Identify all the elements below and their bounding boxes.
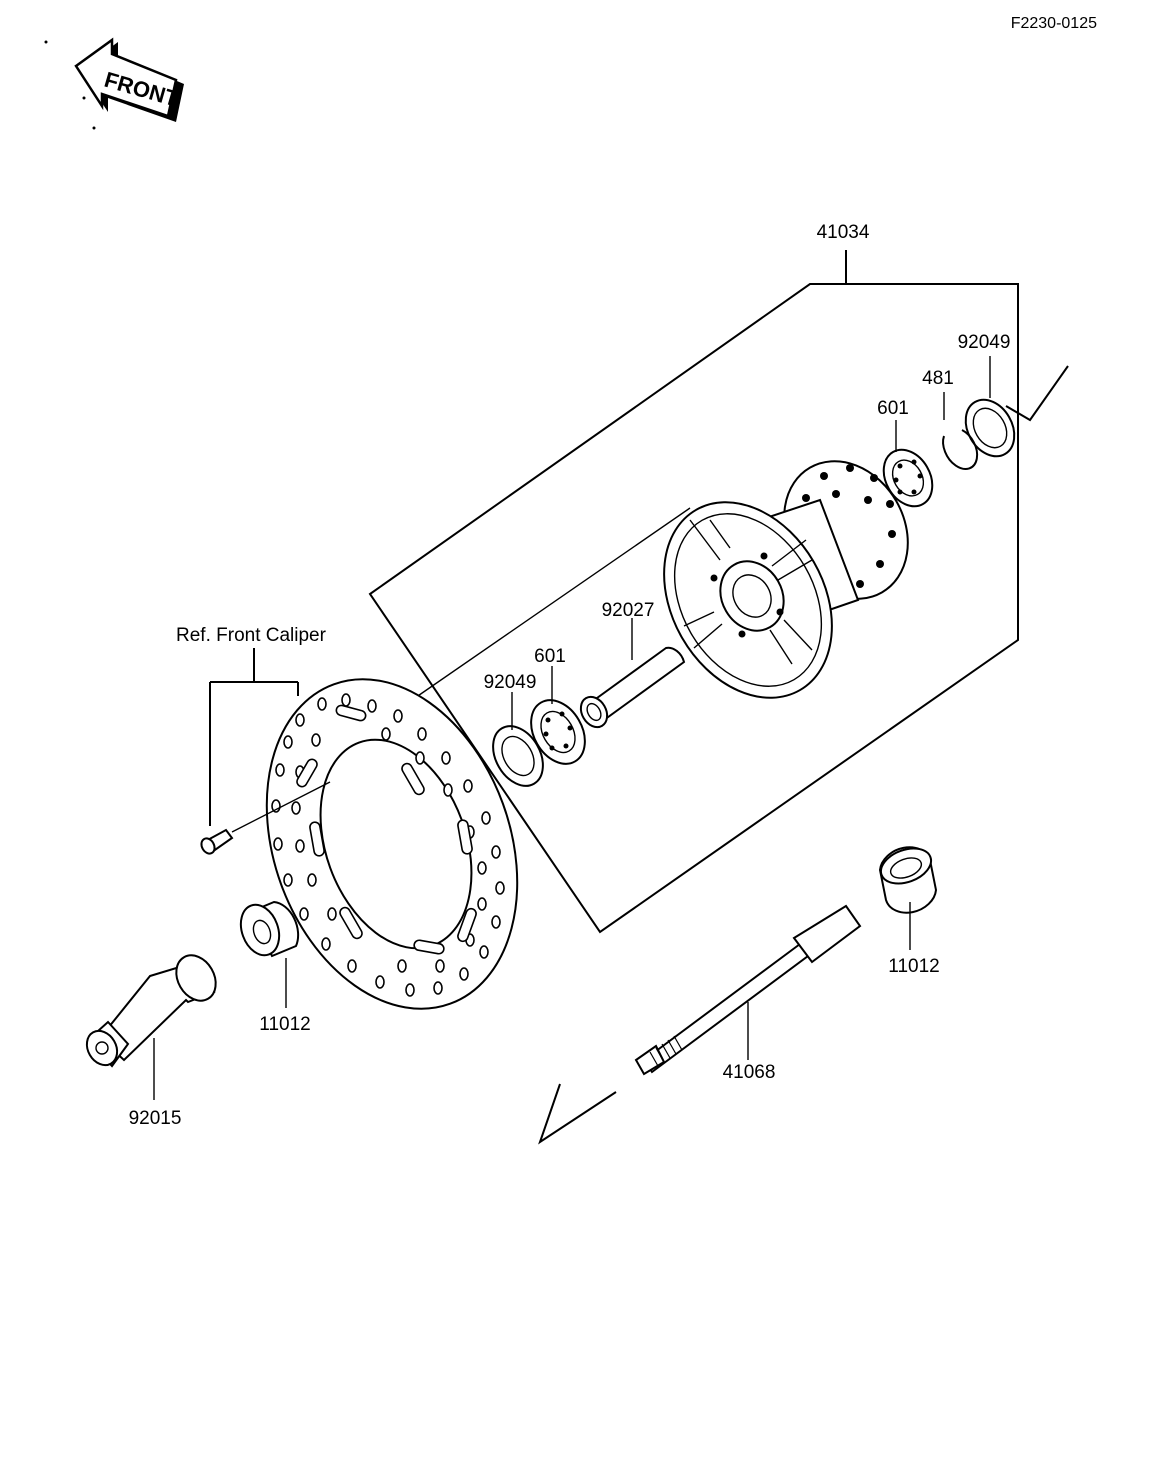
callout-92049-left: 92049 xyxy=(484,672,537,693)
callout-481: 481 xyxy=(922,368,954,389)
front-direction-arrow-icon: FRONT xyxy=(44,37,184,130)
callout-41034: 41034 xyxy=(817,222,870,243)
oil-seal-right xyxy=(964,398,1016,458)
callout-92015: 92015 xyxy=(129,1108,182,1129)
callout-92049-right: 92049 xyxy=(958,332,1011,353)
hub-axis-line xyxy=(411,507,691,701)
callout-41068: 41068 xyxy=(723,1062,776,1083)
collar-right xyxy=(878,846,938,914)
disc-mounting-screw xyxy=(200,781,331,855)
front-axle xyxy=(634,904,862,1076)
collar-left xyxy=(239,900,300,958)
front-caliper-reference: Ref. Front Caliper xyxy=(176,625,327,826)
ball-bearing-right xyxy=(882,448,934,508)
brake-disc xyxy=(265,678,519,1010)
callout-601-right: 601 xyxy=(877,398,909,419)
oil-seal-left xyxy=(492,725,544,787)
distance-collar xyxy=(579,646,686,729)
ref-front-caliper-label: Ref. Front Caliper xyxy=(176,625,327,646)
document-code: F2230-0125 xyxy=(1011,15,1097,32)
axis-arrow-upper-icon xyxy=(1005,365,1069,422)
hub-assembly-bracket: 41034 xyxy=(368,222,1019,934)
circlip xyxy=(942,429,979,470)
callout-601-left: 601 xyxy=(534,646,566,667)
wheel-hub xyxy=(663,460,909,699)
ball-bearing-left xyxy=(530,699,586,765)
callout-11012-left: 11012 xyxy=(259,1014,310,1035)
axis-arrow-lower-icon xyxy=(538,1083,617,1145)
axle-nut xyxy=(85,954,217,1068)
callout-92027: 92027 xyxy=(602,600,655,621)
callout-11012-right: 11012 xyxy=(888,956,939,977)
